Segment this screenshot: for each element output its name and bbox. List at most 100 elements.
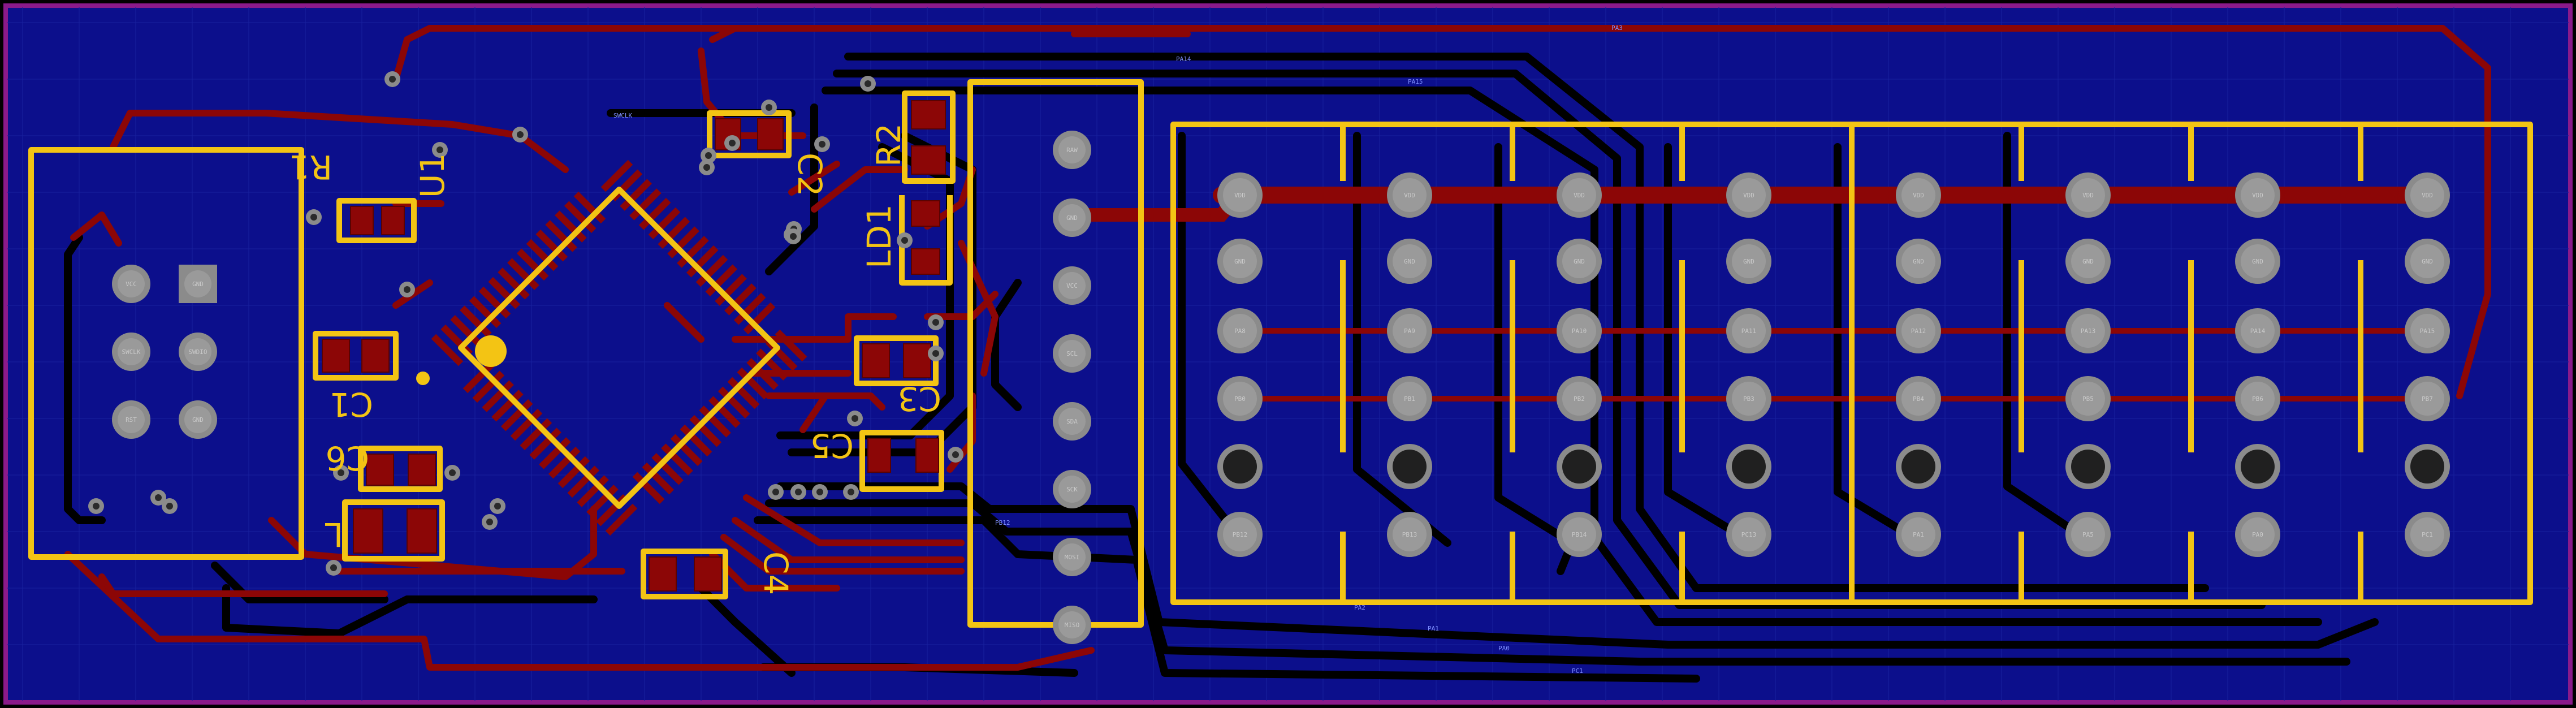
via [790,484,806,500]
pad-label: PB3 [1743,395,1754,403]
u1-pin-pad [526,239,559,271]
u1-pin-pad [708,396,741,428]
pad-label: SDA [1066,418,1078,425]
pad-label: PB12 [1233,531,1248,538]
pad-label: VDD [1913,192,1924,199]
u1-pin-pad [507,258,539,290]
label-r1: R1 [289,148,332,186]
u1-pin-pad [577,475,609,507]
pad-label: VDD [1574,192,1585,199]
through-hole-pad: PA0 [2235,512,2280,557]
pad-label: MOSI [1065,554,1080,561]
via [785,228,801,244]
through-hole-pad: PB14 [1557,512,1602,557]
through-hole-pad: PB6 [2235,376,2280,421]
net-label: SWCLK [613,112,632,119]
u1-pin-pad [733,292,766,325]
pad-label: VDD [1404,192,1415,199]
pad-label: VCC [1066,282,1078,290]
through-hole-pad: SCL [1053,334,1091,373]
pad-label: PA10 [1572,327,1587,335]
via [847,411,863,426]
pad-label: GND [1404,258,1415,265]
u1-pin-pad [431,334,464,366]
pad-label: GND [2082,258,2094,265]
pad-label: PA1 [1913,531,1924,538]
u1-pin-pad [727,377,760,409]
pad-label: PB14 [1572,531,1587,538]
pad-label: SCK [1066,486,1078,493]
pad-label: PB4 [1913,395,1924,403]
via [490,498,505,514]
through-hole-pad [2065,444,2111,489]
pad-label: VDD [2082,192,2094,199]
label-c1: C1 [330,385,373,424]
top-layer-traces [64,25,2491,671]
through-hole-pad: VDD [1387,172,1432,218]
via [897,232,913,248]
pad-label: RAW [1066,146,1078,154]
u1-pin-pad [737,367,770,400]
u1-pin-pad [557,456,590,489]
through-hole-pad: PA8 [1217,308,1263,353]
via [384,71,400,87]
label-c4: C4 [757,551,795,595]
u1-pin-pad [648,207,681,240]
u1-pin-pad [686,245,719,278]
u1-pin-pad [632,472,665,504]
through-hole-pad: PA11 [1726,308,1771,353]
through-hole-pad: VDD [2405,172,2450,218]
through-hole-pad: GND [1557,239,1602,284]
via [306,209,322,225]
pad-label: PA8 [1234,327,1246,335]
through-hole-pad: VDD [1726,172,1771,218]
through-hole-pad: GND [1387,239,1432,284]
through-hole-pad: PA9 [1387,308,1432,353]
via [843,484,859,500]
through-hole-pad: GND [179,400,217,439]
pad-label: SWDIO [188,348,207,356]
u1-pin-pad [535,229,568,262]
via [444,465,460,481]
through-hole-pad: PC1 [2405,512,2450,557]
u1-pin-pad [516,248,549,281]
pad-label: PA5 [2082,531,2094,538]
via [162,498,178,514]
u1-pin-pad [670,434,703,467]
through-hole-pad: VDD [1217,172,1263,218]
through-hole-pad: PA14 [2235,308,2280,353]
pad-label: PB6 [2252,395,2263,403]
u1-pin-pad [478,286,511,319]
pad-label: PA9 [1404,327,1415,335]
u1-pin-pad [460,305,492,338]
pad-label: GND [192,416,204,424]
through-hole-pad [1896,444,1941,489]
pad-label: GND [2422,258,2433,265]
u1-pin-pad [500,399,533,431]
pad-label: PB0 [1234,395,1246,403]
pad-label: PC1 [2422,531,2433,538]
via [482,514,498,530]
connector-outline [28,147,304,560]
u1-pin-pad [629,188,662,221]
pad-label: VDD [2252,192,2263,199]
pad-label: PB5 [2082,395,2094,403]
through-hole-pad: RST [112,400,150,439]
pad-label: GND [1234,258,1246,265]
through-hole-pad: VDD [1557,172,1602,218]
pad-label: PB13 [1402,531,1417,538]
pad-label: PA12 [1911,327,1926,335]
through-hole-pad [2235,444,2280,489]
pad-label: SCL [1066,350,1078,357]
through-hole-pad: VDD [2235,172,2280,218]
via [701,148,716,163]
pad-label: GND [1574,258,1585,265]
through-hole-pad: PB5 [2065,376,2111,421]
through-hole-pad [2405,444,2450,489]
net-label: PA3 [1611,24,1623,32]
pad-label: MISO [1065,621,1080,629]
net-label: PA15 [1408,78,1423,85]
u1-pin-pad [661,443,693,476]
